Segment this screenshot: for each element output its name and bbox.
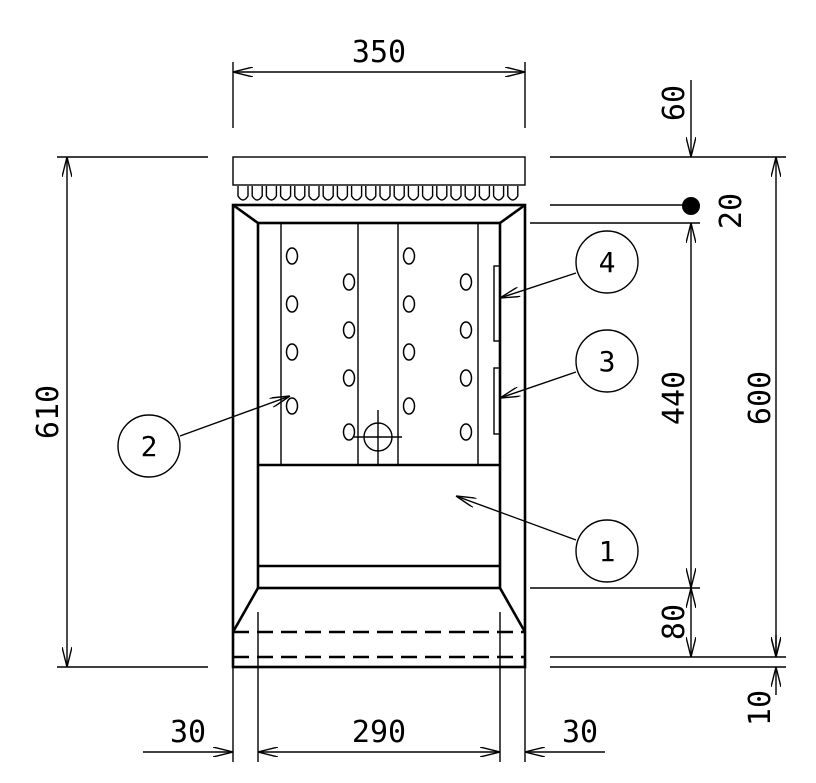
callout-label-3: 3	[599, 345, 616, 378]
scallop	[350, 186, 363, 201]
outer-frame	[231, 203, 527, 669]
peg-hole	[402, 397, 416, 415]
peg-hole	[285, 397, 299, 415]
slot-lower	[493, 367, 501, 435]
right-dimensions: 60 20 440 80 600 10	[530, 80, 786, 726]
peg-holes	[285, 247, 473, 441]
peg-hole	[459, 321, 473, 339]
peg-hole	[342, 273, 356, 291]
dimension-label-interior-width: 290	[352, 715, 406, 750]
dimension-label-drawer-height: 80	[657, 604, 692, 640]
top-cap	[232, 156, 526, 186]
reference-dot	[682, 197, 700, 215]
peg-hole	[402, 295, 416, 313]
peg-hole	[402, 343, 416, 361]
dimension-label-overall-width: 350	[352, 35, 406, 70]
slot-upper	[493, 265, 501, 342]
dimension-label-interior-height: 440	[657, 371, 692, 425]
scallop	[379, 186, 391, 201]
peg-hole	[459, 369, 473, 387]
scalloped-trim	[237, 186, 519, 201]
crosshair-marker	[354, 410, 402, 465]
peg-hole	[285, 295, 299, 313]
dimension-overall-width: 350	[232, 35, 526, 128]
peg-hole	[459, 273, 473, 291]
scallop	[464, 186, 476, 201]
scallop	[336, 186, 349, 201]
peg-hole	[342, 423, 356, 441]
scallop	[265, 186, 278, 201]
callout-1: 1	[456, 496, 639, 583]
cabinet-body	[231, 156, 527, 669]
scallop	[436, 186, 448, 201]
callout-label-2: 2	[141, 430, 158, 463]
scallop	[421, 186, 434, 201]
scallop	[251, 186, 263, 201]
dimension-label-shelf-gap: 20	[714, 193, 749, 229]
scallop	[450, 186, 462, 201]
peg-hole	[342, 321, 356, 339]
callout-2: 2	[117, 396, 290, 478]
scallop	[322, 186, 334, 201]
peg-hole	[342, 369, 356, 387]
scallop	[393, 186, 405, 201]
callout-label-1: 1	[599, 535, 616, 568]
bottom-dimensions: 30 290 30	[143, 612, 605, 762]
scallop	[294, 186, 306, 201]
dimension-label-base-gap: 10	[743, 690, 778, 726]
dimension-label-left-side: 30	[170, 715, 206, 750]
dimension-label-overall-height-right: 600	[743, 371, 778, 425]
dimension-label-right-side: 30	[562, 715, 598, 750]
dimension-label-overall-height-left: 610	[31, 385, 66, 439]
scallop	[507, 186, 519, 201]
peg-hole	[285, 247, 299, 265]
peg-hole	[402, 247, 416, 265]
scallop	[279, 186, 292, 201]
left-dimensions: 610	[31, 156, 208, 668]
scallop	[365, 186, 377, 201]
peg-hole	[459, 423, 473, 441]
callout-label-4: 4	[599, 246, 616, 279]
callout-4: 4	[500, 230, 639, 298]
peg-hole	[285, 343, 299, 361]
dimension-label-top-gap: 60	[657, 85, 692, 121]
scallop	[407, 186, 420, 201]
callout-3: 3	[500, 329, 639, 398]
scallop	[478, 186, 491, 201]
scallop	[237, 186, 249, 201]
scallop	[308, 186, 320, 201]
scallop	[492, 186, 505, 201]
